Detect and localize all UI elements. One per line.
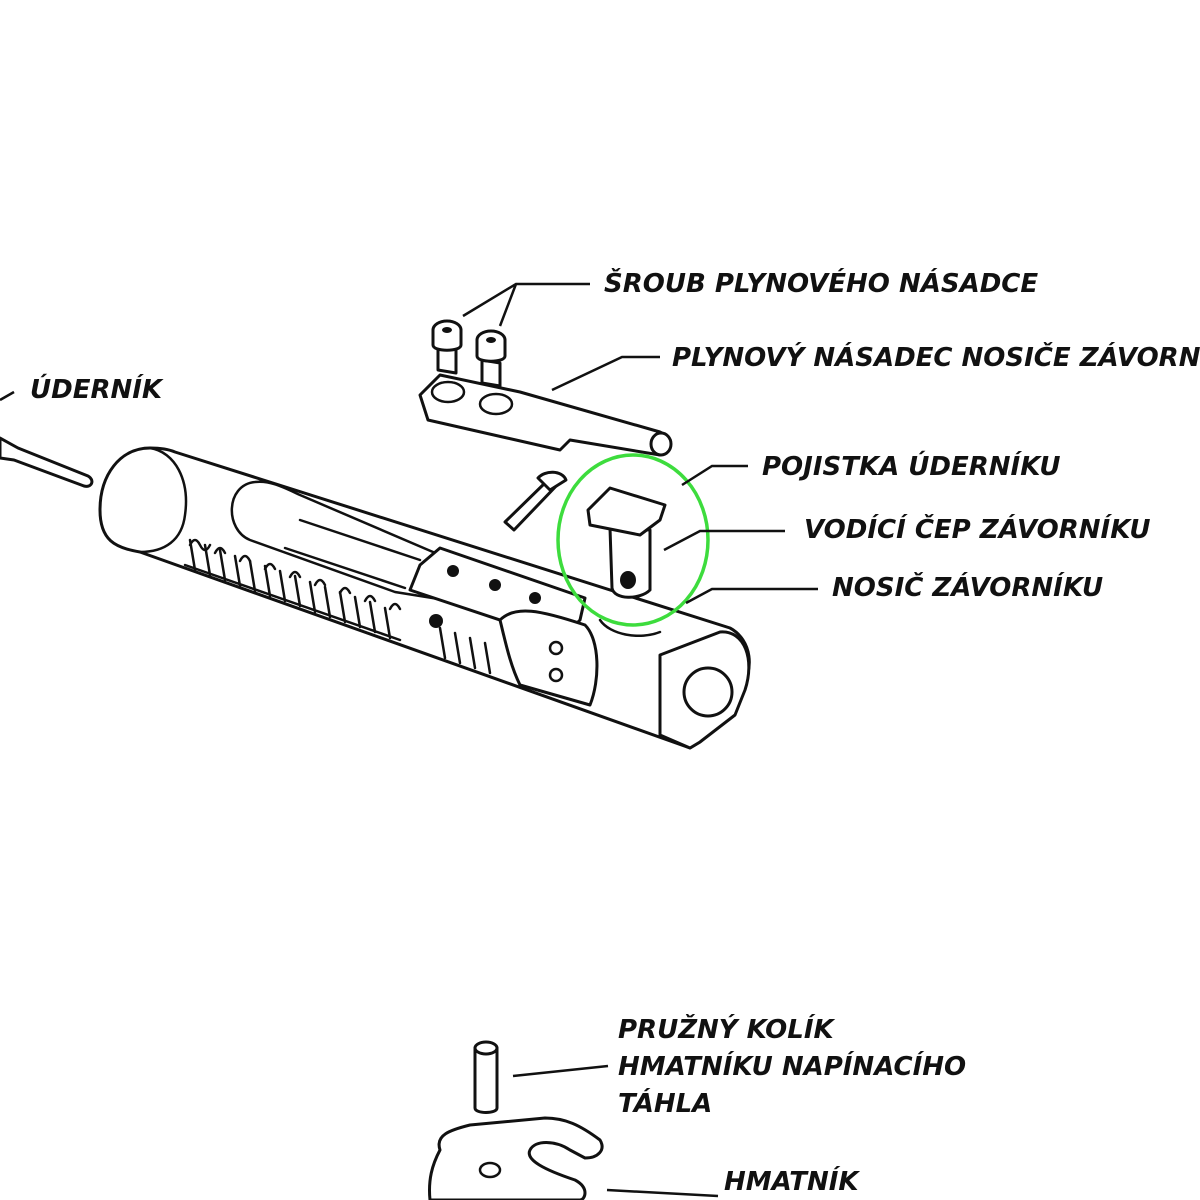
label-gas-key-screw: ŠROUB PLYNOVÉHO NÁSADCE bbox=[604, 267, 1038, 299]
label-firing-pin: ÚDERNÍK bbox=[30, 373, 164, 405]
highlight-ring bbox=[556, 453, 710, 627]
gas-key-part bbox=[418, 373, 673, 457]
roll-pin-part bbox=[473, 1040, 499, 1114]
gas-key-screws-part bbox=[431, 319, 507, 388]
label-roll-pin-line1: PRUŽNÝ KOLÍK bbox=[618, 1013, 836, 1045]
label-roll-pin-line3: TÁHLA bbox=[618, 1087, 712, 1119]
label-gas-key: PLYNOVÝ NÁSADEC NOSIČE ZÁVORNÍKU bbox=[672, 341, 1200, 373]
firing-pin-retainer-part bbox=[503, 470, 568, 532]
label-firing-pin-retainer: POJISTKA ÚDERNÍKU bbox=[762, 450, 1061, 482]
label-cam-pin: VODÍCÍ ČEP ZÁVORNÍKU bbox=[804, 513, 1151, 545]
firing-pin-part bbox=[0, 436, 94, 488]
leader-lines bbox=[0, 282, 818, 1198]
label-roll-pin-line2: HMATNÍKU NAPÍNACÍHO bbox=[618, 1050, 966, 1082]
bolt-carrier-part bbox=[98, 446, 751, 750]
label-latch: HMATNÍK bbox=[724, 1165, 860, 1197]
latch-part bbox=[428, 1116, 604, 1200]
cam-pin-part bbox=[586, 486, 667, 599]
label-bolt-carrier: NOSIČ ZÁVORNÍKU bbox=[832, 571, 1103, 603]
